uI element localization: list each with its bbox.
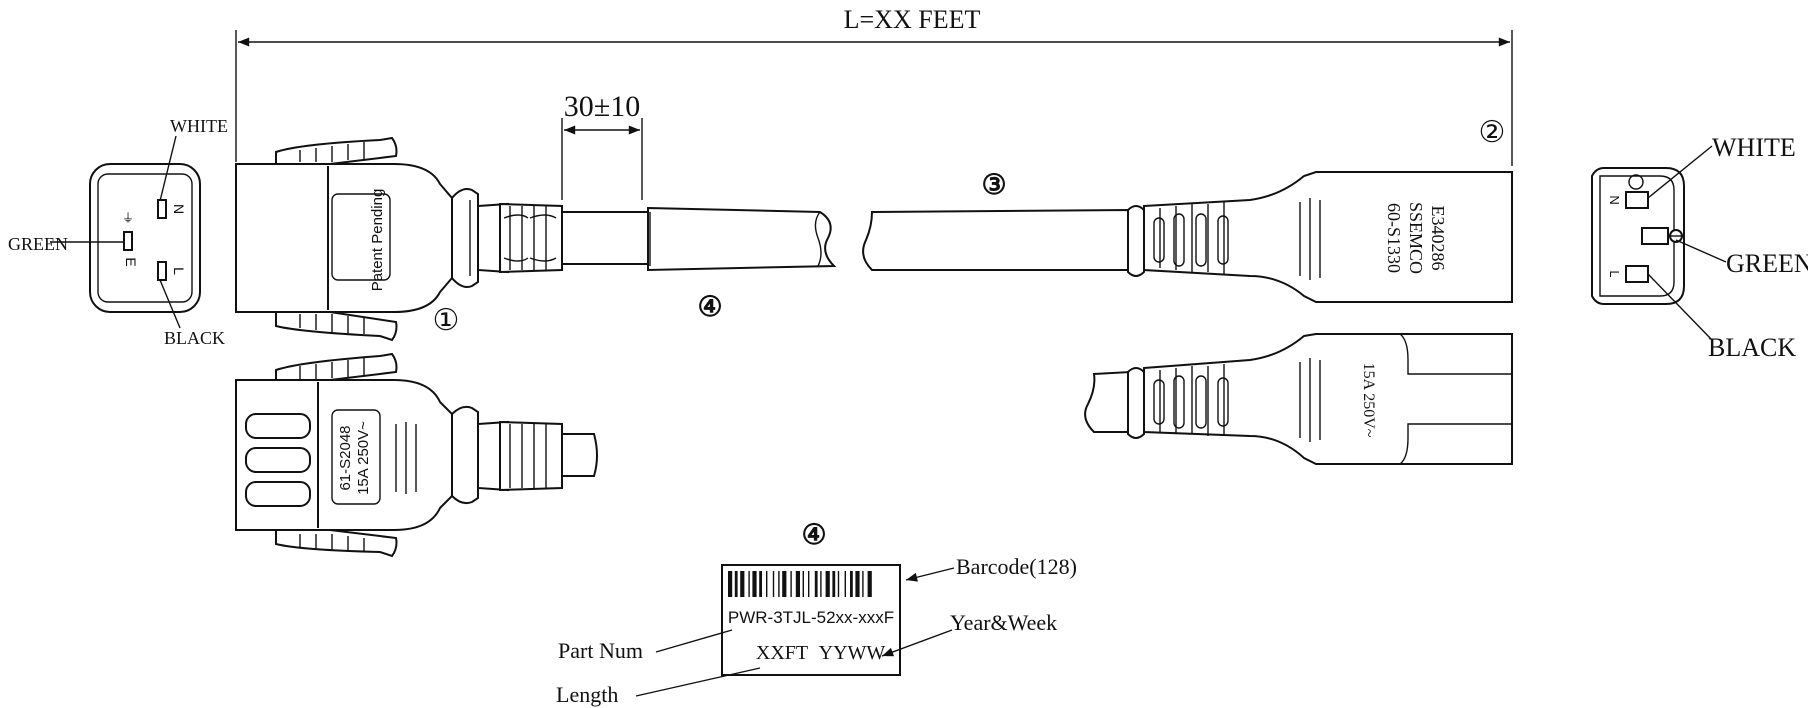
year-week-callout: Year&Week bbox=[950, 610, 1057, 635]
right-pin-l-slot bbox=[1625, 265, 1649, 283]
right-face-view: N L WHITE GREEN BLACK bbox=[1591, 133, 1808, 362]
callout-4-label: ④ bbox=[801, 520, 826, 551]
c14-text-line1: E340286 bbox=[1428, 206, 1448, 271]
strip-length-dimension: 30±10 bbox=[561, 90, 643, 200]
barcode-bar bbox=[820, 571, 822, 597]
right-pin-n-slot bbox=[1625, 191, 1649, 209]
pin-n-label: N bbox=[171, 204, 187, 214]
label-part-number: PWR-3TJL-52xx-xxxF bbox=[728, 608, 894, 627]
callout-2: ② bbox=[1479, 116, 1506, 149]
barcode-bar bbox=[850, 571, 853, 597]
c19-connector-top: Patent Pending bbox=[235, 136, 563, 342]
right-wire-green-label: GREEN bbox=[1726, 249, 1808, 278]
cable-right-section bbox=[862, 208, 1131, 271]
barcode-bar bbox=[766, 571, 768, 597]
barcode-callout: Barcode(128) bbox=[956, 554, 1077, 579]
left-wire-green-label: GREEN bbox=[8, 234, 68, 254]
barcode-bar bbox=[814, 571, 818, 597]
barcode-bar bbox=[752, 571, 757, 597]
c19-molding-text: Patent Pending bbox=[369, 189, 386, 292]
barcode-bar bbox=[837, 571, 840, 597]
c14-rating: 15A 250V~ bbox=[1360, 363, 1377, 438]
c19-bottom-slot-1 bbox=[245, 413, 311, 439]
pin-e-slot bbox=[123, 231, 133, 251]
pin-l-label: L bbox=[171, 267, 187, 275]
cable-left-section bbox=[561, 206, 837, 272]
pin-n-slot bbox=[157, 199, 167, 219]
left-wire-black-label: BLACK bbox=[164, 328, 225, 348]
barcode-bar bbox=[782, 571, 787, 597]
strip-length-label: 30±10 bbox=[564, 90, 640, 123]
callout-4-cable: ④ bbox=[697, 292, 722, 323]
ground-icon: ⏚ bbox=[122, 211, 134, 225]
barcode-bar bbox=[802, 571, 804, 597]
cable-label-detail: PWR-3TJL-52xx-xxxF XXFT YYWW Barcode(128… bbox=[556, 554, 1077, 707]
barcode-bar bbox=[790, 571, 792, 597]
overall-length-label: L=XX FEET bbox=[844, 5, 981, 34]
label-date-code: YYWW bbox=[819, 642, 886, 664]
label-length-code: XXFT bbox=[756, 642, 808, 664]
barcode-bar bbox=[862, 571, 864, 597]
barcode-bar bbox=[759, 571, 762, 597]
barcode-bar bbox=[740, 571, 745, 597]
pin-l-slot bbox=[157, 261, 167, 281]
c14-connector-bottom: 15A 250V~ bbox=[1084, 333, 1513, 465]
barcode-bar bbox=[728, 571, 733, 597]
c19-bottom-slot-3 bbox=[245, 481, 311, 507]
barcode-bar bbox=[867, 571, 872, 597]
c19-spec-line1: 61-S2048 bbox=[337, 425, 354, 490]
barcode-bar bbox=[825, 571, 830, 597]
barcode-bar bbox=[795, 571, 800, 597]
right-pin-l-label: L bbox=[1607, 270, 1622, 277]
part-num-callout: Part Num bbox=[558, 638, 643, 663]
callout-1: ① bbox=[433, 304, 460, 337]
c19-bottom-slot-2 bbox=[245, 447, 311, 473]
callout-3: ③ bbox=[981, 170, 1006, 201]
barcode-bar bbox=[748, 571, 750, 597]
right-wire-black-label: BLACK bbox=[1708, 333, 1796, 362]
c19-connector-bottom: 61-S2048 15A 250V~ bbox=[235, 352, 598, 558]
left-wire-white-label: WHITE bbox=[170, 116, 228, 136]
pin-e-label: E bbox=[123, 257, 139, 266]
barcode-bar bbox=[855, 571, 860, 597]
barcode-bar bbox=[844, 571, 846, 597]
c14-connector-top: E340286 SSEMCO 60-S1330 bbox=[1127, 171, 1513, 303]
barcode-bar bbox=[772, 571, 775, 597]
barcode-bar bbox=[778, 571, 780, 597]
c14-text-line2: SSEMCO bbox=[1406, 202, 1426, 274]
right-pin-g-slot bbox=[1641, 227, 1669, 245]
right-pin-n-label: N bbox=[1607, 195, 1622, 204]
barcode-bar bbox=[832, 571, 836, 597]
barcode-bar bbox=[808, 571, 810, 597]
c19-spec-line2: 15A 250V~ bbox=[355, 421, 372, 495]
c14-text-line3: 60-S1330 bbox=[1384, 203, 1404, 273]
barcode-icon bbox=[728, 571, 872, 597]
left-face-view: N L E ⏚ WHITE GREEN BLACK bbox=[8, 116, 228, 348]
barcode-bar bbox=[734, 571, 738, 597]
overall-length-dimension: L=XX FEET bbox=[235, 5, 1513, 166]
length-callout: Length bbox=[556, 682, 618, 707]
right-wire-white-label: WHITE bbox=[1712, 133, 1796, 162]
